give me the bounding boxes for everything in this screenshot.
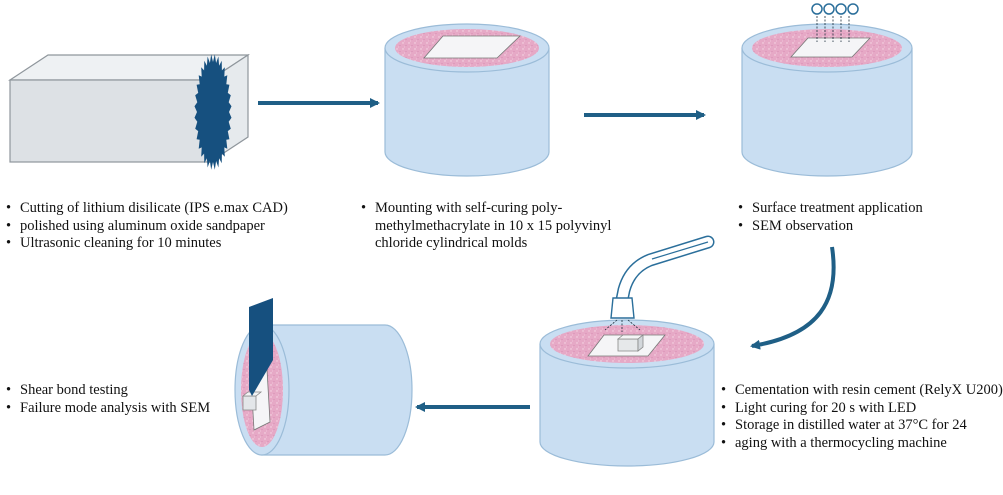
step2-caption: Mounting with self-curing poly-methylmet… [361, 200, 613, 253]
step1-item: Cutting of lithium disilicate (IPS e.max… [6, 200, 326, 218]
step4-item: Storage in distilled water at 37°C for 2… [721, 417, 995, 435]
step4-caption: Cementation with resin cement (RelyX U20… [721, 382, 1003, 453]
curing-light-icon [604, 235, 715, 332]
mold-cylinder-4 [539, 319, 715, 467]
step4-item: aging with a thermocycling machine [721, 435, 995, 453]
step3-item: Surface treatment application [738, 200, 988, 218]
mold-cylinder-2 [384, 23, 550, 177]
ceramic-block [7, 53, 251, 164]
saw-blade-icon [194, 54, 232, 170]
step5-caption: Shear bond testing Failure mode analysis… [6, 382, 236, 417]
step3-caption: Surface treatment application SEM observ… [738, 200, 988, 235]
surface-treatment-droplets-icon [811, 3, 859, 42]
shear-blade-icon [249, 298, 273, 396]
step1-caption: Cutting of lithium disilicate (IPS e.max… [6, 200, 326, 253]
arrow-step3-to-step4 [750, 246, 836, 350]
step1-item: polished using aluminum oxide sandpaper [6, 218, 326, 236]
step4-item: Cementation with resin cement (RelyX U20… [721, 382, 1003, 400]
step2-item: Mounting with self-curing poly-methylmet… [361, 200, 613, 253]
saw-blade-teeth [194, 54, 232, 170]
step3-item: SEM observation [738, 218, 988, 236]
step5-item: Failure mode analysis with SEM [6, 400, 236, 418]
mold-cylinder-3 [741, 23, 913, 177]
step4-item: Light curing for 20 s with LED [721, 400, 995, 418]
step1-item: Ultrasonic cleaning for 10 minutes [6, 235, 326, 253]
step5-item: Shear bond testing [6, 382, 236, 400]
